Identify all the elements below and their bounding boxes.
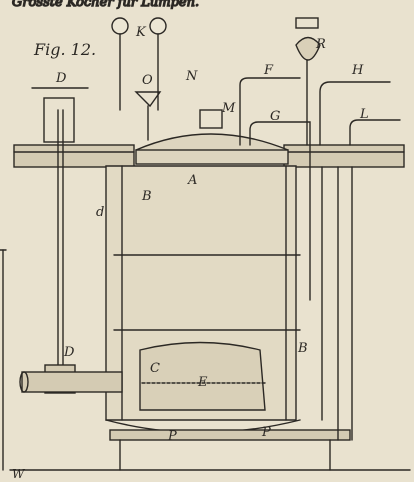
manhole-cover	[199, 109, 223, 129]
pipe-F	[239, 77, 301, 146]
label-D-top: D	[55, 71, 67, 86]
valve-yoke-top	[43, 97, 75, 143]
safety-valve-icon	[295, 36, 321, 61]
label-E: E	[197, 375, 208, 390]
pipe-G	[249, 121, 311, 301]
label-B-right: B	[297, 341, 308, 356]
label-F: F	[263, 63, 274, 78]
pipe-L	[349, 119, 401, 146]
label-M: M	[221, 101, 236, 116]
left-floor-beam	[13, 144, 135, 168]
label-P-left: P	[167, 429, 177, 444]
label-D-bottom: D	[63, 345, 75, 360]
label-B-left: B	[141, 189, 152, 204]
label-N: N	[185, 69, 198, 84]
label-O: O	[142, 73, 153, 88]
label-W: W	[12, 467, 26, 481]
vessel-dome	[135, 133, 289, 151]
label-H: H	[351, 63, 364, 78]
outlet-mouth	[19, 371, 29, 393]
right-floor-beam	[283, 144, 405, 168]
inner-basket	[139, 341, 266, 411]
vessel-flange	[135, 149, 289, 165]
label-C: C	[150, 361, 160, 376]
outlet-pipe	[21, 371, 123, 393]
gauge-right-icon	[149, 17, 167, 35]
label-G: G	[270, 109, 280, 124]
funnel-icon	[134, 91, 162, 108]
label-R: R	[315, 37, 326, 52]
figure-label: Fig. 12.	[33, 40, 96, 59]
gauge-left-icon	[111, 17, 129, 35]
header-fragment: Grösste Kocher für Lumpen.	[12, 0, 199, 10]
safety-valve-weight	[295, 17, 319, 29]
label-K: K	[135, 25, 147, 40]
label-d: d	[96, 205, 104, 220]
label-A: A	[187, 173, 197, 188]
label-P-right: P	[261, 425, 271, 440]
pipe-H	[319, 81, 391, 146]
base-pipe-run	[109, 429, 351, 441]
label-L: L	[359, 107, 369, 122]
